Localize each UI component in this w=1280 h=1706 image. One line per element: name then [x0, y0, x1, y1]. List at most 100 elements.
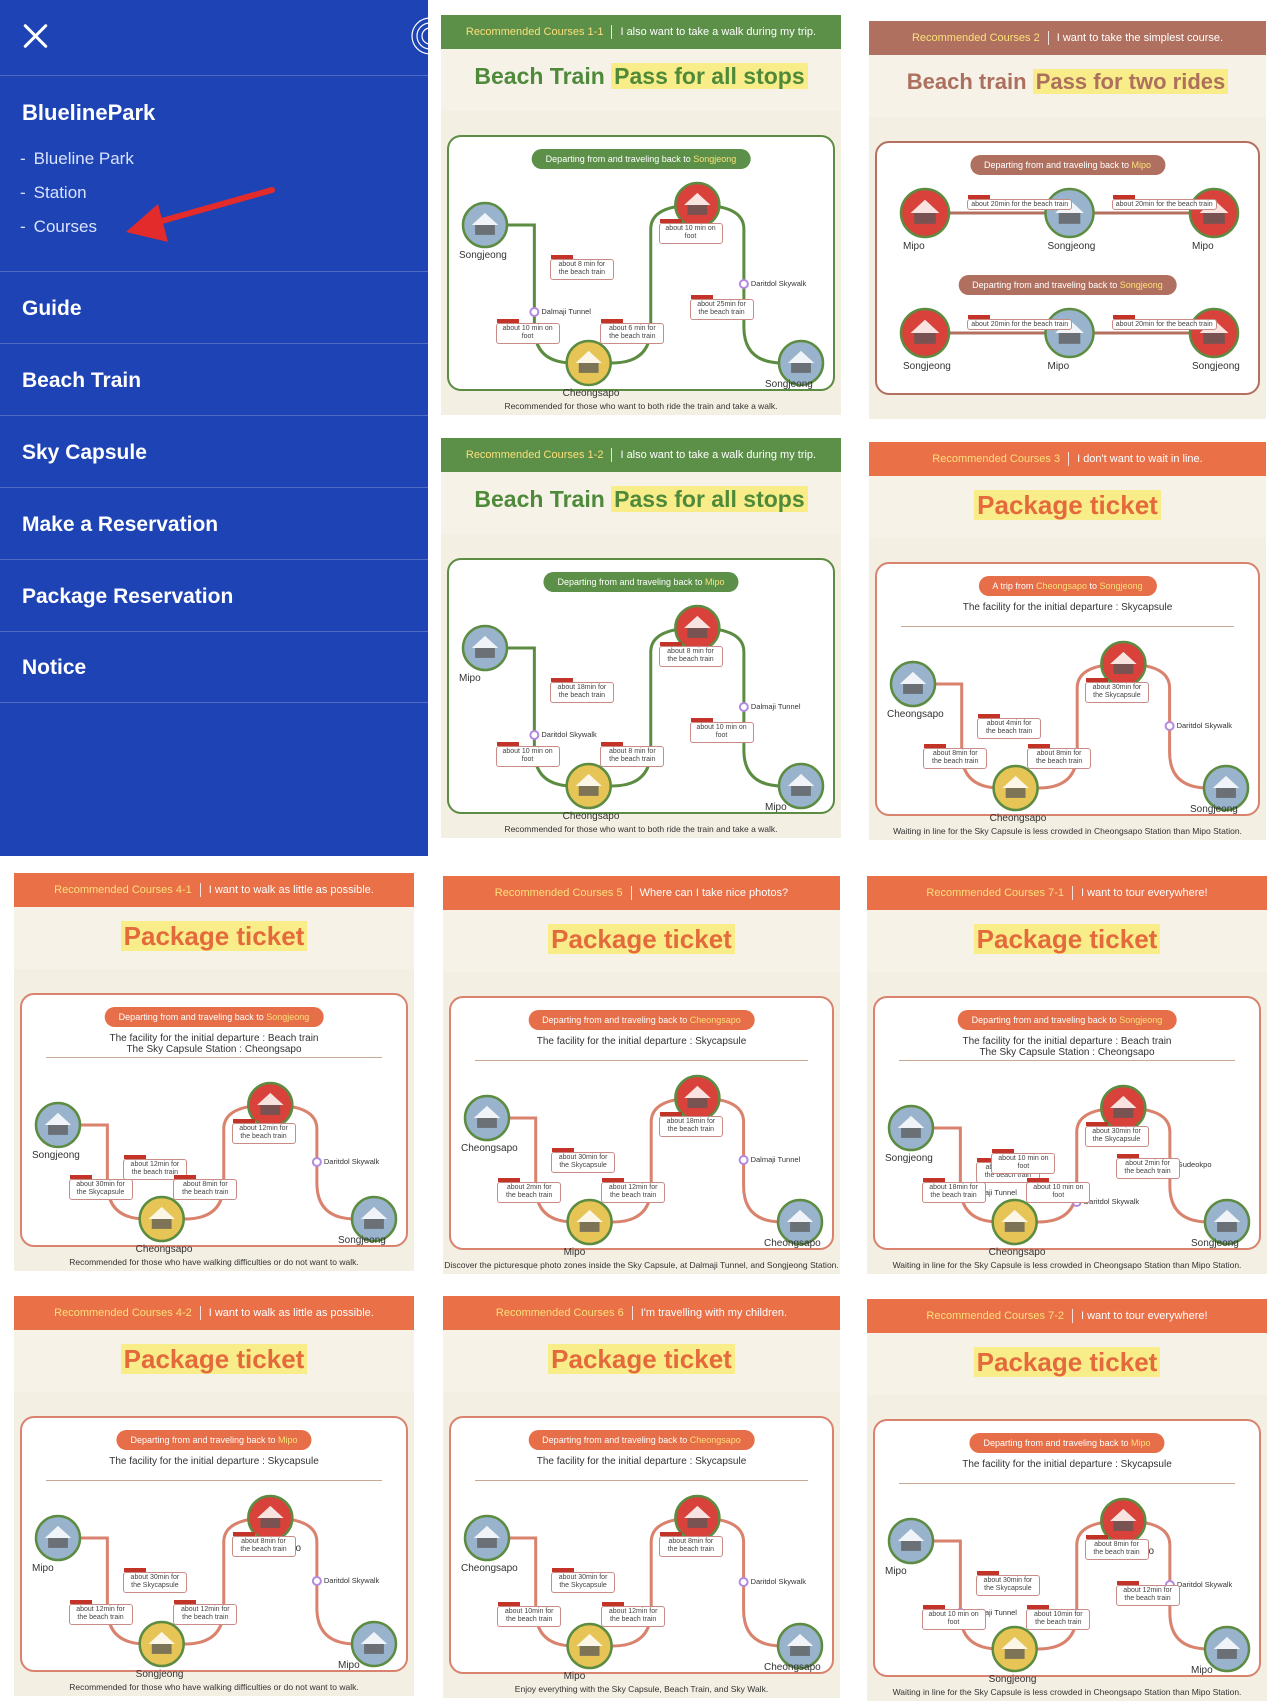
- departure-station: Cheongsapo: [689, 1435, 741, 1445]
- menu-sub-item-station[interactable]: -Station: [20, 183, 87, 202]
- course-subtitle: I'm travelling with my children.: [640, 1307, 788, 1319]
- departure-label: Departing from and traveling back to Mip…: [543, 572, 739, 592]
- course-title-highlight: Package ticket: [120, 1344, 308, 1374]
- station-label-cheongsapo: Cheongsapo: [461, 1563, 518, 1574]
- menu-item-notice[interactable]: Notice: [22, 656, 87, 679]
- stop-label-daritdol-skywalk: Daritdol Skywalk: [1176, 721, 1233, 730]
- menu-section-title[interactable]: BluelinePark: [22, 100, 156, 125]
- departure-station: Cheongsapo: [1035, 581, 1087, 591]
- course-tag: Recommended Courses 4-1: [54, 884, 192, 896]
- station-label-songjeong: Songjeong: [988, 1674, 1037, 1685]
- menu-sub-item-courses[interactable]: -Courses: [20, 217, 97, 236]
- station-icon-mipo: [887, 1517, 935, 1565]
- course-map-frame: Departing from and traveling back to Che…: [449, 1416, 834, 1682]
- banner-separator: [199, 883, 201, 897]
- leg-duration: about 30min for the Skycapsule: [975, 1571, 1040, 1596]
- initial-facility: The facility for the initial departure :…: [451, 1036, 832, 1047]
- course-map-panel: Departing from and traveling back to Mip…: [441, 534, 841, 838]
- route-map: [463, 1074, 824, 1246]
- station-icon-mipo: [461, 624, 509, 672]
- course-title: Package ticket: [867, 1347, 1267, 1378]
- departure-station: Songjeong: [1119, 280, 1163, 290]
- course-title: Beach Train Pass for all stops: [441, 486, 841, 513]
- station-label-mipo: Mipo: [459, 673, 481, 684]
- station-label-songjeong: Songjeong: [459, 250, 507, 261]
- facility-line: The facility for the initial departure :…: [962, 602, 1173, 613]
- course-tag: Recommended Courses 1-1: [465, 26, 604, 38]
- station-label-songjeong: Songjeong: [135, 1669, 184, 1680]
- facility-line: The facility for the initial departure :…: [536, 1036, 747, 1047]
- menu-sub-label: Station: [33, 183, 87, 202]
- station-icon-cheongsapo: [138, 1195, 185, 1243]
- banner-separator: [611, 448, 613, 462]
- station-label-mipo: Mipo: [765, 802, 787, 813]
- menu-item-sky-capsule[interactable]: Sky Capsule: [22, 441, 147, 464]
- menu-item-guide[interactable]: Guide: [22, 297, 82, 320]
- menu-item-beach-train[interactable]: Beach Train: [22, 369, 142, 392]
- station-label-songjeong: Songjeong: [32, 1150, 80, 1161]
- station-label-mipo: Mipo: [1192, 241, 1214, 252]
- station-icon-mipo: [1203, 1625, 1251, 1673]
- menu-divider: [0, 559, 428, 560]
- menu-item-make-reservation[interactable]: Make a Reservation: [22, 513, 219, 536]
- course-title: Beach Train Pass for all stops: [441, 63, 841, 90]
- route-line: [913, 662, 1226, 790]
- stop-dot-dalmaji-tunnel: [738, 1155, 749, 1165]
- departure-station: Cheongsapo: [689, 1015, 741, 1025]
- course-tag: Recommended Courses 7-2: [926, 1310, 1064, 1322]
- leg-duration: about 10min for the beach train: [1026, 1605, 1091, 1630]
- course-card[interactable]: Recommended Courses 1-1 I also want to ta…: [441, 15, 841, 415]
- course-card[interactable]: Recommended Courses 7-2 I want to tour ev…: [867, 1299, 1267, 1701]
- stop-dot-daritdol-skywalk: [529, 730, 540, 740]
- station-icon-mipo: [1188, 187, 1240, 239]
- course-map-frame: Departing from and traveling back to Mip…: [20, 1416, 408, 1680]
- menu-sub-item-blueline-park[interactable]: -Blueline Park: [20, 149, 134, 168]
- station-label-mipo: Mipo: [32, 1563, 54, 1574]
- course-map-frame: Departing from and traveling back to Son…: [20, 993, 408, 1255]
- route-line: [58, 1516, 374, 1646]
- stop-dot-dalmaji-tunnel: [529, 307, 540, 317]
- departure-label: A trip from Cheongsapo to Songjeong: [978, 576, 1157, 596]
- station-icon-mipo: [777, 762, 825, 810]
- course-title-plain: Beach Train: [474, 63, 605, 89]
- station-icon-songjeong: [34, 1101, 82, 1149]
- departure-text: Departing from and traveling back to: [557, 577, 703, 587]
- station-icon-songjeong: [350, 1195, 398, 1243]
- leg-duration: about 10min for the beach train: [497, 1602, 562, 1627]
- course-map-frame: Departing from and traveling back to Mip…: [875, 141, 1260, 395]
- departure-label: Departing from and traveling back to Mip…: [116, 1430, 312, 1450]
- menu-sub-label: Blueline Park: [33, 149, 134, 168]
- course-title-highlight: Package ticket: [974, 490, 1161, 520]
- course-title: Package ticket: [14, 921, 414, 952]
- leg-duration: about 30min for the Skycapsule: [551, 1148, 616, 1173]
- route-line: [485, 626, 801, 788]
- facility-line: The facility for the initial departure :…: [109, 1033, 319, 1044]
- station-icon-mipo: [1100, 640, 1147, 688]
- initial-facility: The facility for the initial departure :…: [875, 1459, 1259, 1470]
- station-label-cheongsapo: Cheongsapo: [764, 1662, 821, 1673]
- leg-duration: about 20min for the beach train: [1111, 195, 1217, 210]
- banner-separator: [631, 1306, 633, 1320]
- menu-item-package-reservation[interactable]: Package Reservation: [22, 585, 234, 608]
- departure-label: Departing from and traveling back to Son…: [531, 149, 751, 169]
- course-subtitle: I want to tour everywhere!: [1081, 1310, 1208, 1322]
- course-subtitle: I want to tour everywhere!: [1081, 887, 1208, 899]
- station-icon-cheongsapo: [463, 1514, 511, 1562]
- facility-rule: [46, 1480, 382, 1481]
- course-subtitle: I also want to take a walk during my tri…: [620, 26, 817, 38]
- station-icon-songjeong: [1044, 187, 1095, 239]
- leg-duration: about 30min for the Skycapsule: [551, 1568, 616, 1593]
- close-icon[interactable]: [18, 18, 54, 54]
- departure-label: Departing from and traveling back to Che…: [528, 1430, 755, 1450]
- leg-duration: about 20min for the beach train: [1111, 315, 1217, 330]
- leg-duration: about 30min for the Skycapsule: [1084, 678, 1149, 703]
